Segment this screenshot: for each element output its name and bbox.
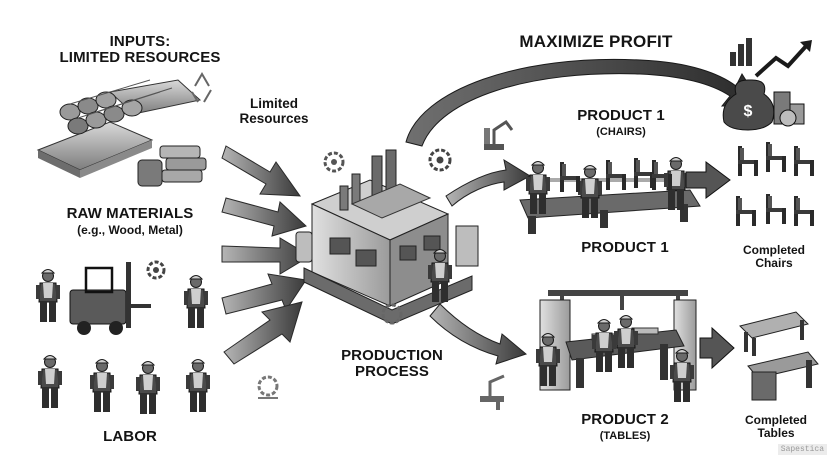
worker-icon [185, 359, 211, 413]
input-arrow [221, 145, 302, 197]
input-arrows [221, 145, 311, 365]
input-arrow [221, 197, 307, 237]
product2-title: PRODUCT 2 [581, 411, 669, 428]
completed-tables-line1: Completed [744, 413, 807, 427]
worker-icon [135, 361, 161, 415]
labor-title: LABOR [103, 428, 157, 445]
flow-note-line2: Resources [239, 110, 309, 126]
completed-chairs-line2: Chairs [755, 255, 793, 270]
product1-subtitle: (CHAIRS) [596, 126, 646, 138]
gear-icon [428, 148, 452, 172]
input-arrow [221, 273, 307, 315]
worker-icon [35, 269, 61, 323]
robot-arm-icon [484, 119, 514, 150]
chair-icon [560, 162, 580, 192]
process-label-line1: PRODUCTION [341, 347, 443, 364]
chair-icon [652, 160, 672, 190]
product2-output-arrow [699, 326, 735, 370]
process-label: PRODUCTION PROCESS [318, 347, 466, 381]
desk-icon [747, 351, 819, 401]
growth-chart-icon [730, 38, 812, 78]
completed-chairs-label: Completed Chairs [726, 244, 822, 270]
inputs-heading-line1: INPUTS: [109, 33, 171, 50]
raw-materials-subtitle: (e.g., Wood, Metal) [77, 223, 183, 237]
gear-icon [257, 375, 279, 399]
raw-materials-illustration [36, 79, 207, 187]
product1-title: PRODUCT 1 [577, 107, 665, 124]
chair-icon [736, 196, 756, 226]
watermark: Sapestica [777, 444, 827, 455]
worker-icon [591, 319, 617, 373]
worker-icon [89, 359, 115, 413]
inputs-heading-line2: LIMITED RESOURCES [59, 49, 221, 67]
worker-icon [37, 355, 63, 409]
completed-tables-label: Completed Tables [728, 414, 824, 440]
worker-icon [613, 315, 639, 369]
robot-arm-icon [480, 374, 505, 410]
factory-icon [295, 149, 479, 325]
chair-icon [634, 158, 654, 188]
gear-icon [323, 151, 345, 173]
table-icon [739, 311, 809, 356]
completed-tables-line2: Tables [757, 425, 795, 440]
money-bag-icon: $ [722, 79, 805, 131]
flow-note: Limited Resources [222, 96, 326, 126]
recycle-icon [191, 72, 212, 103]
forklift-icon [69, 262, 151, 335]
maximize-profit-title: MAXIMIZE PROFIT [519, 32, 673, 51]
raw-materials-title: RAW MATERIALS [66, 205, 194, 222]
chair-icon [738, 146, 758, 176]
product1-output-arrow [685, 161, 731, 199]
gear-icon [381, 303, 403, 325]
process-to-product1-arrow [445, 158, 532, 207]
process-to-product2-arrow [429, 303, 528, 365]
chair-icon [794, 146, 814, 176]
input-arrow [221, 237, 311, 275]
worker-icon [183, 275, 209, 329]
chair-icon [794, 196, 814, 226]
inputs-heading: INPUTS: LIMITED RESOURCES [30, 33, 250, 67]
chair-icon [606, 160, 626, 190]
input-arrow [223, 301, 303, 365]
flow-note-line1: Limited [249, 96, 298, 111]
product1-line-label: PRODUCT 1 [581, 239, 669, 256]
process-label-line2: PROCESS [354, 363, 430, 381]
conveyor-icon [519, 178, 701, 234]
chair-icon [766, 194, 786, 224]
svg-text:$: $ [744, 103, 753, 120]
completed-chairs-line1: Completed [742, 243, 805, 257]
product2-subtitle: (TABLES) [599, 430, 651, 442]
gear-icon [146, 260, 166, 280]
chair-icon [766, 142, 786, 172]
